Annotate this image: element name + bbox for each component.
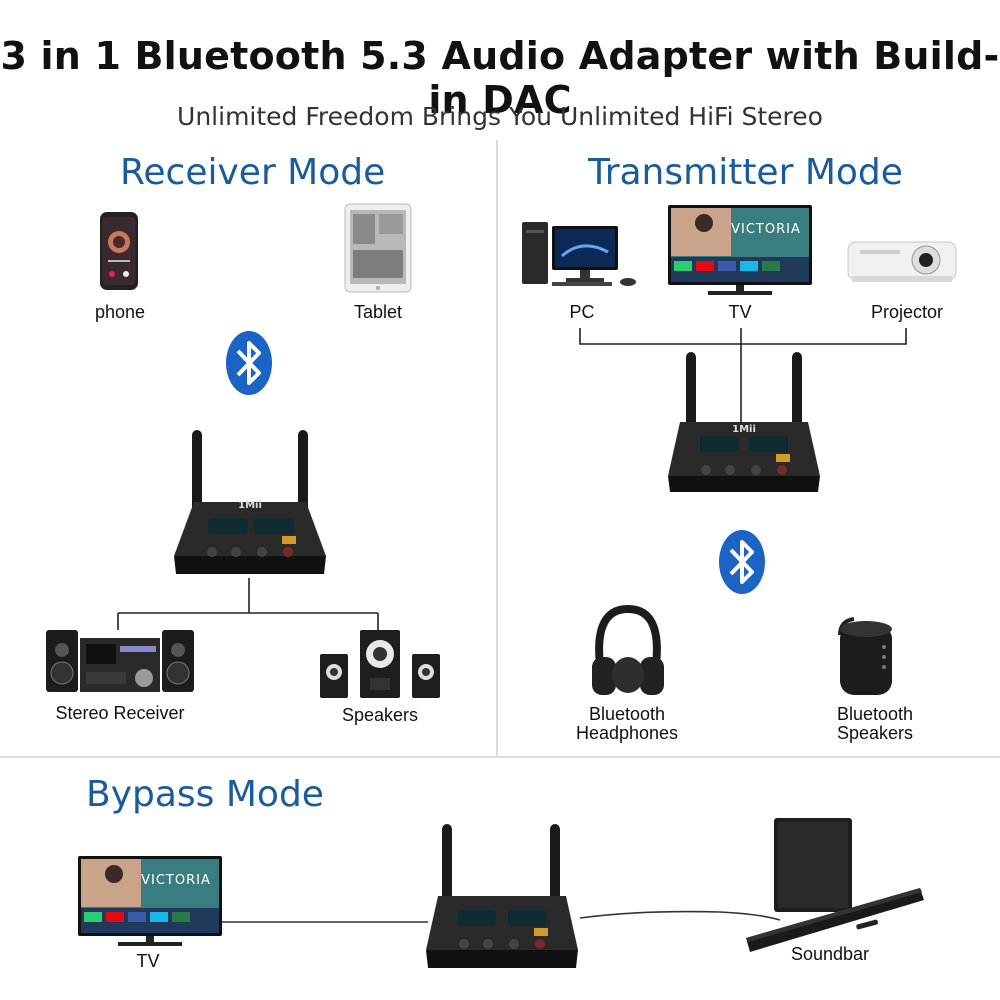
transmitter-mode-title: Transmitter Mode: [588, 152, 903, 193]
audio-adapter-device: [668, 352, 820, 492]
soundbar-icon: [746, 818, 924, 952]
bluetooth-speakers-label: Bluetooth Speakers: [836, 704, 914, 743]
bluetooth-icon: [226, 331, 272, 395]
stereo-receiver-icon: [46, 630, 194, 692]
tv-brand-text: VICTORIA: [731, 222, 801, 237]
headphones-icon: [592, 604, 664, 695]
stereo-receiver-label: Stereo Receiver: [55, 703, 185, 723]
vertical-divider: [496, 140, 498, 756]
bypass-tv-label: TV: [136, 951, 160, 971]
page-subtitle: Unlimited Freedom Brings You Unlimited H…: [177, 102, 823, 131]
page-title: 3 in 1 Bluetooth 5.3 Audio Adapter with …: [0, 34, 1000, 122]
tv-label: TV: [728, 302, 752, 322]
pc-icon: [522, 222, 636, 286]
bluetooth-headphones-label: Bluetooth Headphones: [575, 704, 679, 743]
tablet-icon: [344, 203, 412, 293]
audio-adapter-device: [426, 824, 578, 968]
projector-icon: [847, 241, 957, 282]
receiver-mode-title: Receiver Mode: [120, 152, 386, 193]
pc-label: PC: [569, 302, 595, 322]
device-logo: 1Mii: [732, 424, 756, 435]
soundbar-label: Soundbar: [790, 944, 870, 964]
audio-adapter-device: [174, 430, 326, 574]
bluetooth-speaker-icon: [838, 617, 892, 695]
bluetooth-icon: [719, 530, 765, 594]
device-logo: 1Mii: [238, 500, 262, 511]
projector-label: Projector: [870, 302, 944, 322]
speakers-icon: [320, 630, 440, 698]
phone-label: phone: [94, 302, 146, 322]
tv-brand-text: VICTORIA: [141, 873, 211, 888]
tv-icon: [668, 205, 812, 295]
tv-icon: [78, 856, 222, 946]
speakers-label: Speakers: [341, 705, 419, 725]
horizontal-divider: [0, 756, 1000, 758]
phone-icon: [100, 212, 138, 290]
tablet-label: Tablet: [353, 302, 403, 322]
bypass-mode-title: Bypass Mode: [86, 774, 324, 815]
